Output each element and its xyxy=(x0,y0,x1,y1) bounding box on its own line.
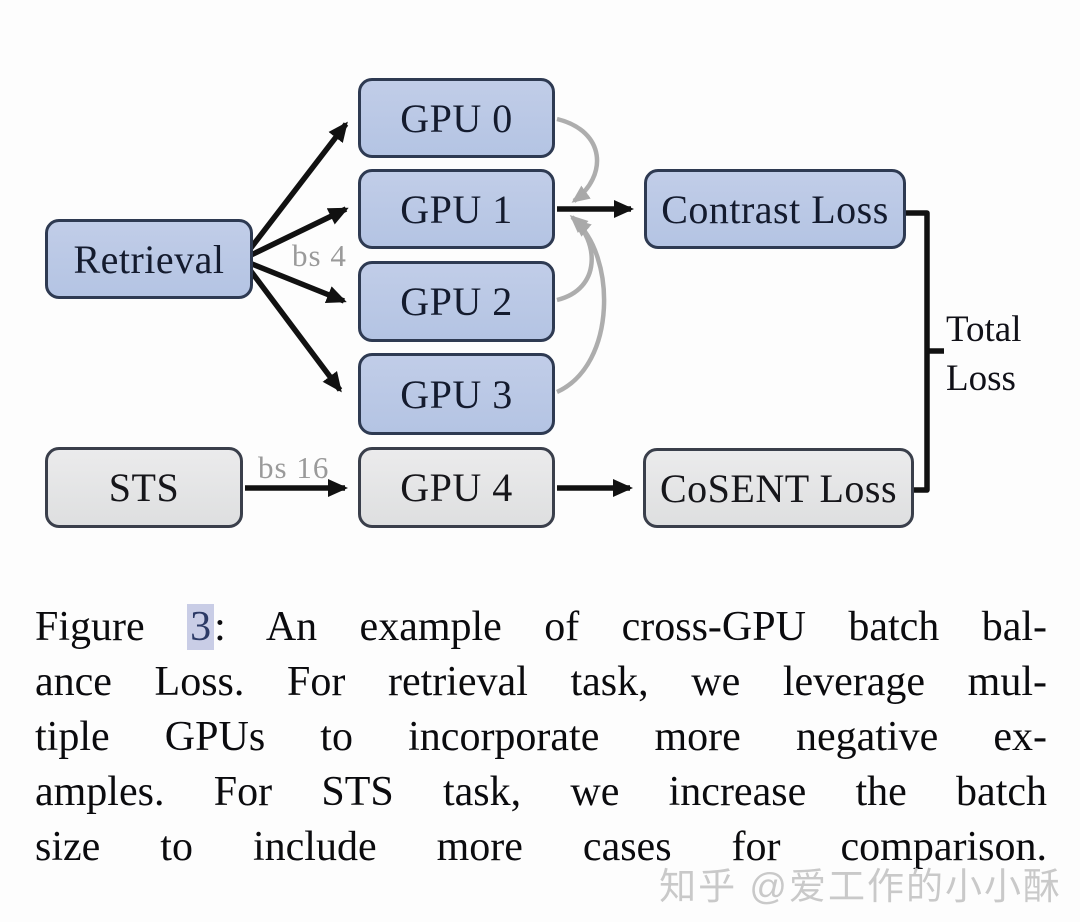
caption-line-1: Figure 3: An example of cross-GPU batch … xyxy=(35,600,1047,655)
caption-line-1-rest: : An example of cross-GPU batch bal- xyxy=(214,604,1047,650)
caption-figure-word: Figure xyxy=(35,604,188,650)
caption-line-4: amples. For STS task, we increase the ba… xyxy=(35,769,1047,815)
node-sts: STS xyxy=(45,447,243,528)
figure-caption: Figure 3: An example of cross-GPU batch … xyxy=(35,600,1047,875)
zhihu-watermark: 知乎 @爱工作的小小酥 xyxy=(659,866,1062,907)
total-loss-label: Total Loss xyxy=(946,305,1022,403)
node-gpu4: GPU 4 xyxy=(358,447,555,528)
node-contrast-loss: Contrast Loss xyxy=(644,169,906,249)
straight-arrows xyxy=(245,200,634,497)
caption-figure-number: 3 xyxy=(187,604,215,650)
node-cosent-loss: CoSENT Loss xyxy=(643,448,914,528)
node-gpu3: GPU 3 xyxy=(358,353,555,435)
total-loss-line2: Loss xyxy=(946,358,1016,399)
edge-label-bs4: bs 4 xyxy=(292,238,347,273)
node-gpu2: GPU 2 xyxy=(358,261,555,342)
caption-line-3: tiple GPUs to incorporate more negative … xyxy=(35,714,1047,760)
node-gpu0: GPU 0 xyxy=(358,78,555,158)
cross-gpu-arcs xyxy=(556,116,607,395)
node-gpu1: GPU 1 xyxy=(358,169,555,249)
retrieval-fanout-arrows xyxy=(244,121,349,393)
node-retrieval: Retrieval xyxy=(45,219,253,299)
edge-label-bs16: bs 16 xyxy=(258,450,330,485)
total-loss-bracket xyxy=(906,210,944,493)
caption-line-2: ance Loss. For retrieval task, we levera… xyxy=(35,659,1047,705)
total-loss-line1: Total xyxy=(946,309,1022,350)
caption-line-5: size to include more cases for compariso… xyxy=(35,824,1047,870)
